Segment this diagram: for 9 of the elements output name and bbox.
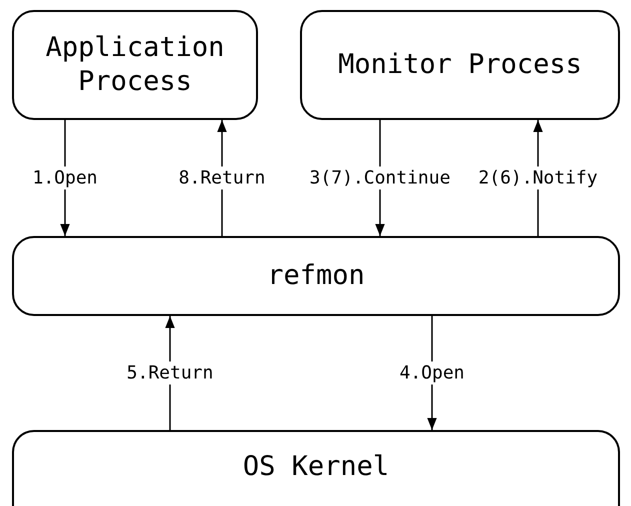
box-label: OS Kernel bbox=[242, 450, 390, 484]
process-box bbox=[12, 430, 620, 506]
process-box bbox=[300, 10, 620, 120]
process-box bbox=[12, 10, 258, 120]
box-label: refmon bbox=[267, 259, 365, 293]
box-label: Application Process bbox=[44, 31, 226, 99]
edge-label: 3(7).Continue bbox=[308, 166, 452, 190]
process-box bbox=[12, 236, 620, 316]
box-label: Monitor Process bbox=[338, 48, 582, 82]
